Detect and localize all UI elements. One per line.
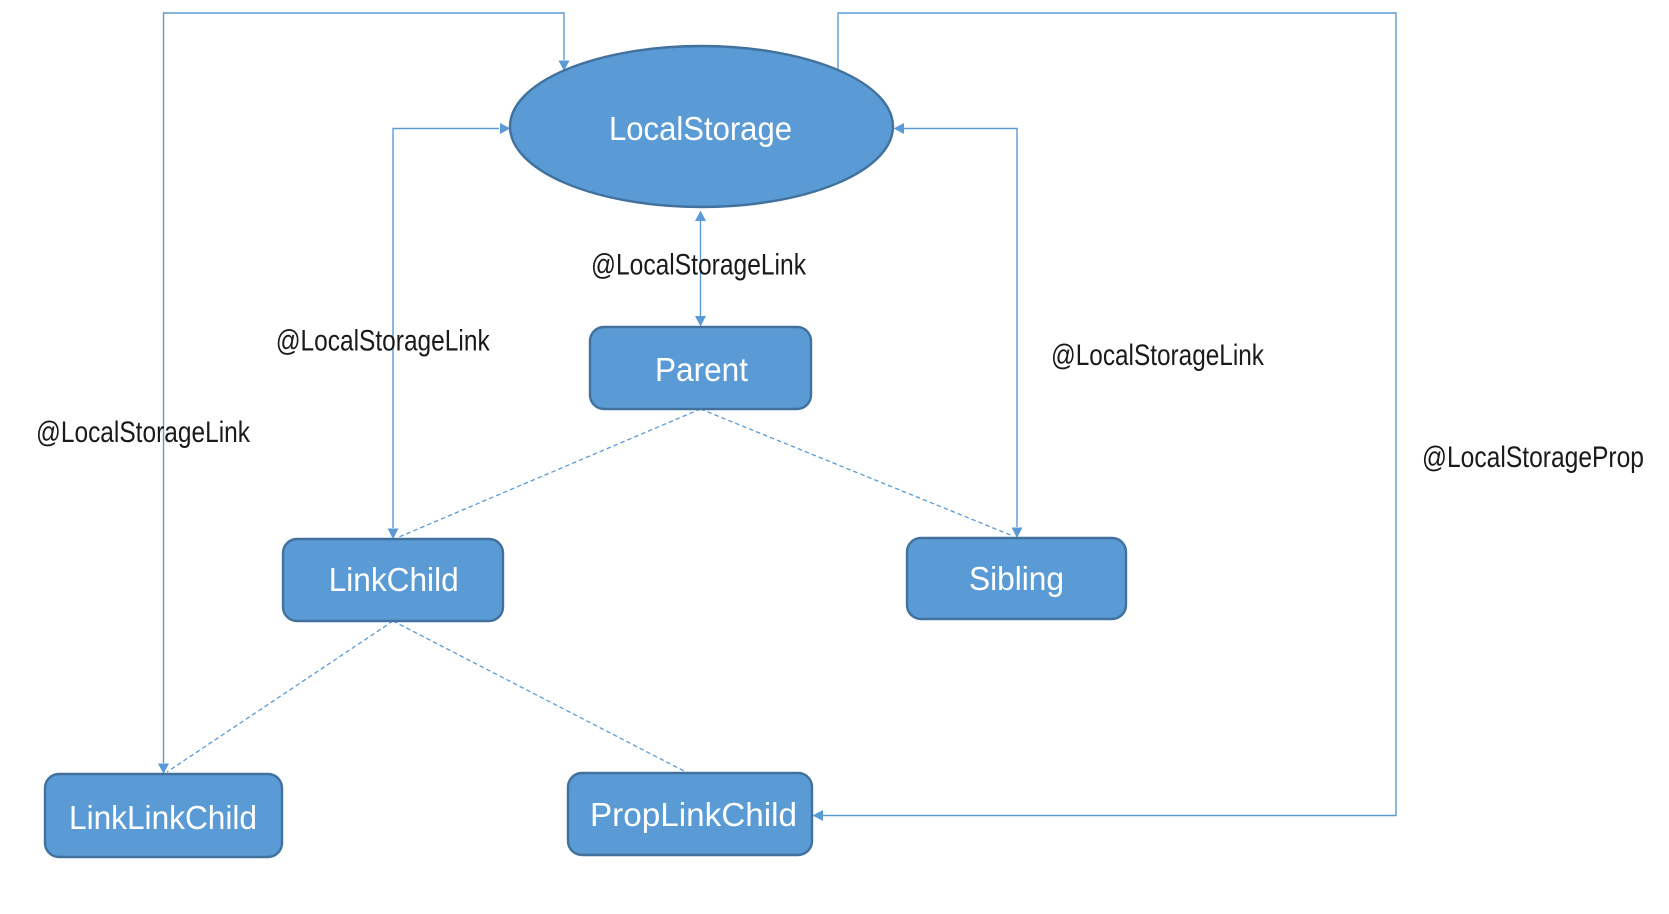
svg-text:@LocalStorageLink: @LocalStorageLink	[1051, 339, 1264, 372]
svg-text:LinkLinkChild: LinkLinkChild	[69, 799, 257, 836]
svg-text:@LocalStorageLink: @LocalStorageLink	[276, 324, 490, 357]
svg-text:@LocalStorageProp: @LocalStorageProp	[1422, 441, 1644, 474]
svg-text:@LocalStorageLink: @LocalStorageLink	[36, 416, 250, 449]
svg-text:PropLinkChild: PropLinkChild	[590, 796, 797, 833]
svg-text:@LocalStorageLink: @LocalStorageLink	[591, 249, 806, 282]
svg-text:LocalStorage: LocalStorage	[609, 110, 792, 147]
svg-text:LinkChild: LinkChild	[329, 561, 459, 598]
svg-text:Sibling: Sibling	[969, 560, 1064, 597]
svg-text:Parent: Parent	[655, 351, 748, 388]
